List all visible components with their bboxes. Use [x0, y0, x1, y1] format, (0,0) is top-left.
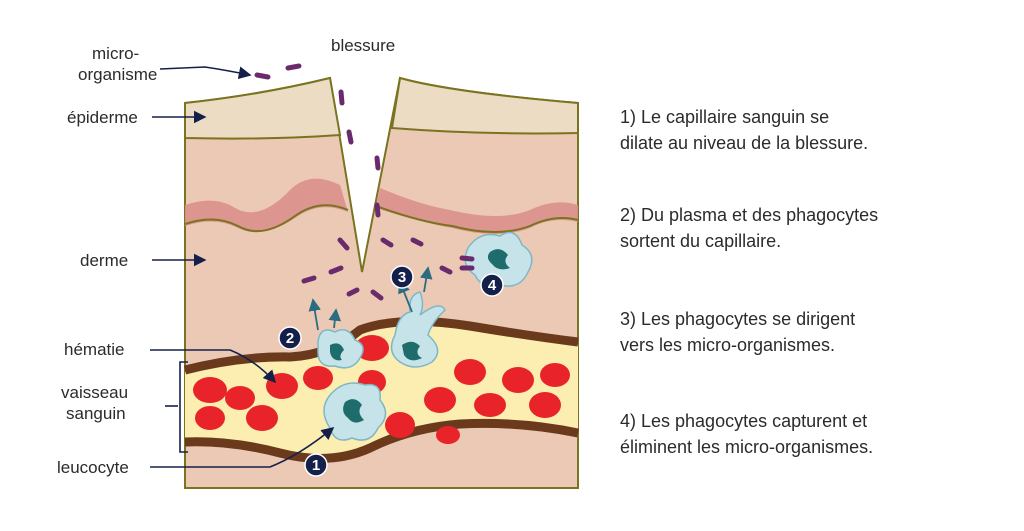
red-blood-cell — [502, 367, 534, 393]
microorganism — [301, 275, 317, 284]
red-blood-cell — [385, 412, 415, 438]
leader-hematie — [150, 349, 277, 384]
microorganism — [374, 155, 381, 171]
red-blood-cell — [225, 386, 255, 410]
red-blood-cell — [529, 392, 561, 418]
basal-line-right — [375, 205, 579, 233]
step-2-text: 2) Du plasma et des phagocytes sortent d… — [620, 205, 879, 251]
phagocyte-nucleus — [487, 249, 510, 270]
red-blood-cell — [195, 406, 225, 430]
microorganism — [285, 63, 302, 71]
label-vaisseau-line1: vaisseau — [61, 383, 128, 402]
label-micro-line1: micro- — [92, 44, 139, 63]
badge-1: 1 — [304, 453, 328, 477]
red-blood-cell — [424, 387, 456, 413]
badge-4: 4 — [480, 273, 504, 297]
arrow — [328, 308, 342, 329]
microorganism — [346, 129, 354, 145]
vessel-bracket — [179, 361, 188, 453]
badge-number: 4 — [488, 277, 497, 294]
label-micro-line2: organisme — [78, 65, 157, 84]
microorganism — [459, 255, 475, 262]
red-blood-cells — [193, 335, 570, 444]
microorganism — [328, 265, 344, 275]
badge-number: 3 — [398, 269, 406, 286]
leader-lines — [150, 66, 335, 468]
badge-number: 2 — [286, 330, 294, 347]
phagocyte-nucleus — [343, 399, 364, 423]
leader-leucocyte — [150, 426, 335, 468]
step-1-text: 1) Le capillaire sanguin se dilate au ni… — [620, 107, 869, 153]
badge-3: 3 — [390, 265, 414, 289]
microorganism — [338, 89, 345, 106]
microorganism — [410, 237, 424, 247]
epidermis-left — [184, 76, 342, 140]
arrow — [308, 298, 321, 331]
step-3-text: 3) Les phagocytes se dirigent vers les m… — [620, 309, 856, 355]
vessel-wall-top — [183, 316, 579, 375]
red-blood-cell — [454, 359, 486, 385]
label-blessure: blessure — [331, 36, 395, 55]
leader-micro — [159, 66, 252, 80]
red-blood-cell — [246, 405, 278, 431]
basal-line-left — [184, 204, 349, 233]
red-blood-cell — [436, 426, 460, 444]
red-blood-cell — [355, 335, 389, 361]
phagocyte-nucleus — [402, 341, 422, 361]
microorganisms — [254, 63, 475, 301]
label-derme: derme — [80, 251, 128, 270]
dermis-band-right — [376, 188, 578, 234]
epidermis-right — [390, 76, 579, 135]
badge-2: 2 — [278, 326, 302, 350]
badge-number: 1 — [312, 457, 320, 474]
microorganism — [254, 72, 271, 80]
label-vaisseau-line2: sanguin — [66, 404, 126, 423]
phagocytes — [317, 231, 533, 441]
microorganism — [439, 265, 453, 275]
microorganism — [337, 237, 350, 251]
label-epiderme: épiderme — [67, 108, 138, 127]
phagocyte-nucleus — [330, 343, 344, 361]
microorganism — [380, 237, 394, 248]
microorganism — [374, 202, 381, 218]
label-leucocyte: leucocyte — [57, 458, 129, 477]
step-4-text: 4) Les phagocytes capturent et éliminent… — [620, 411, 874, 457]
arrow — [420, 266, 433, 293]
red-blood-cell — [303, 366, 333, 390]
dermis-band — [185, 178, 348, 233]
microorganism — [346, 287, 360, 297]
red-blood-cell — [193, 377, 227, 403]
red-blood-cell — [540, 363, 570, 387]
label-hematie: hématie — [64, 340, 124, 359]
vessel-wall-bottom — [184, 418, 579, 463]
red-blood-cell — [474, 393, 506, 417]
microorganism — [370, 289, 384, 301]
